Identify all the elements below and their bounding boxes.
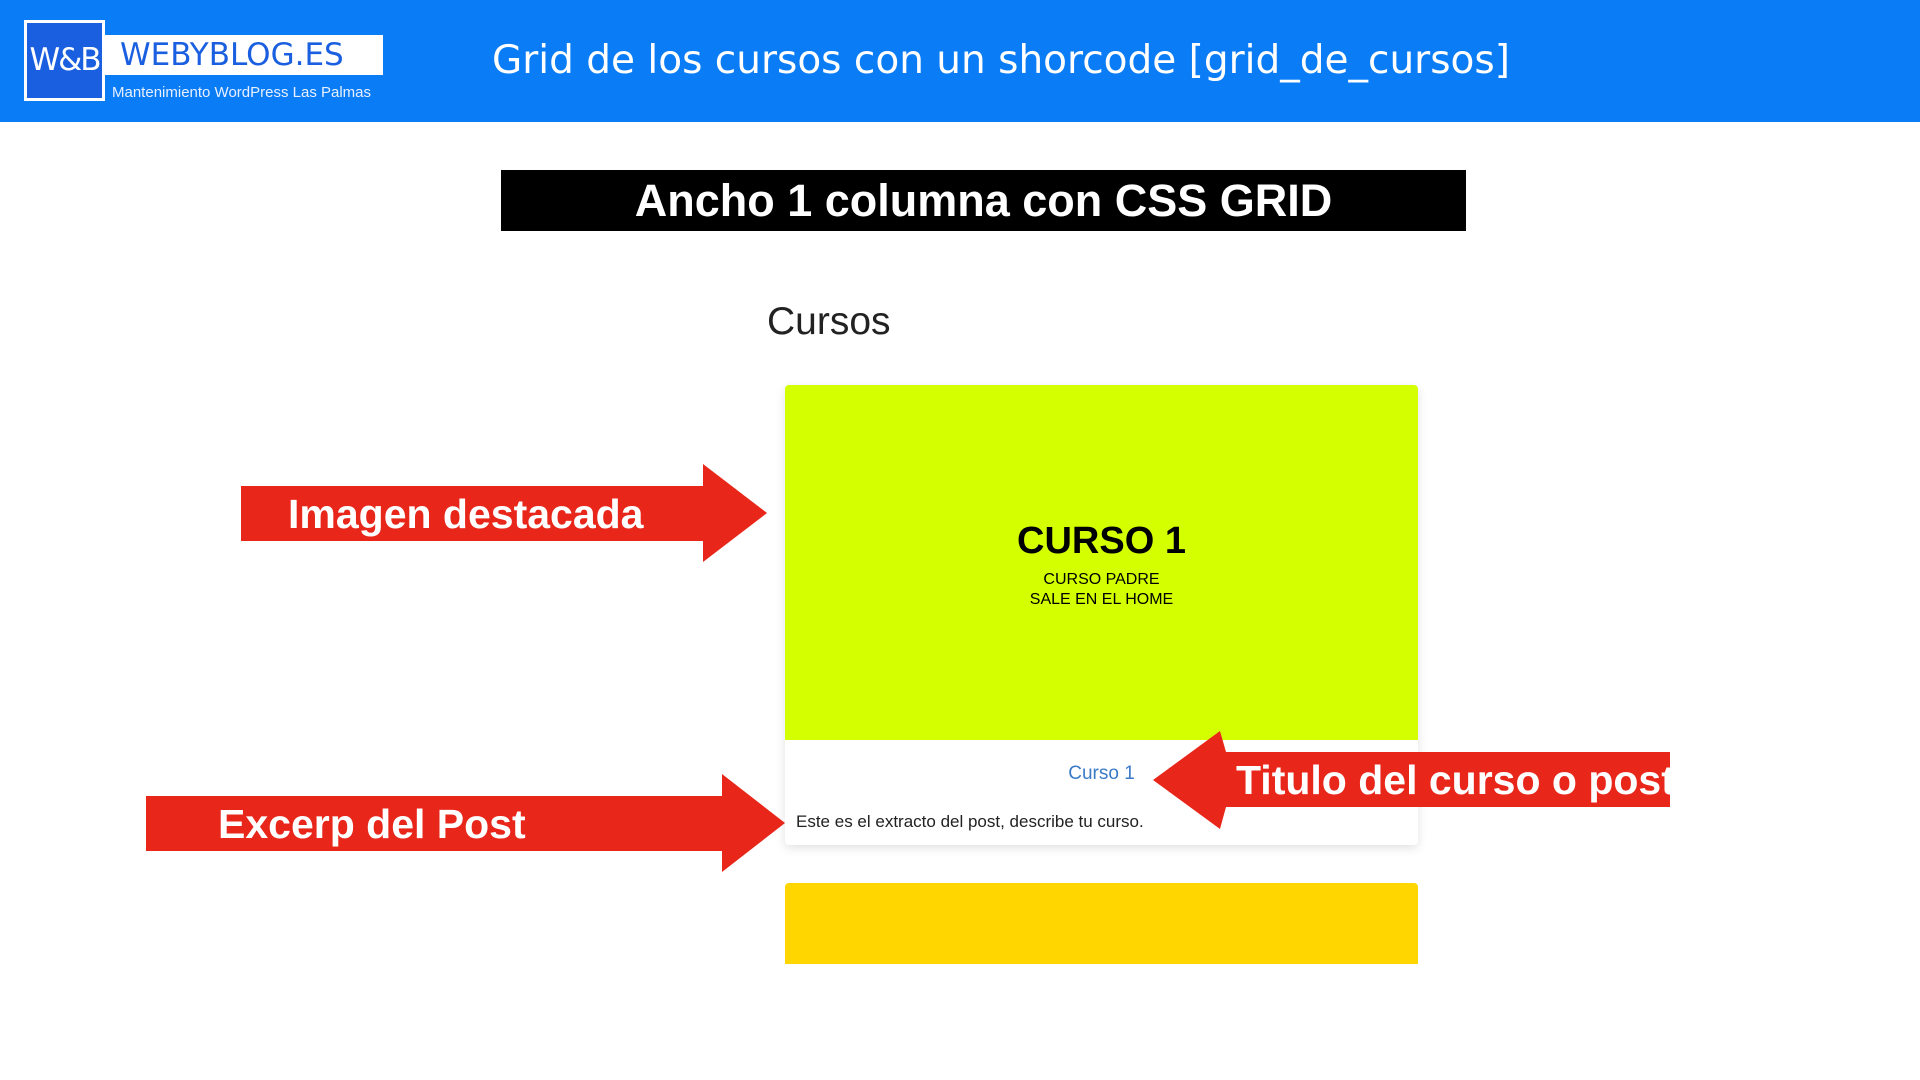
course-card-2-image[interactable] — [785, 883, 1418, 964]
annotation-featured-image: Imagen destacada — [288, 491, 644, 537]
image-subtitle-line: CURSO PADRE — [1043, 571, 1160, 588]
section-title: Cursos — [767, 300, 891, 343]
annotation-excerpt: Excerp del Post — [218, 801, 526, 847]
arrow-excerpt — [146, 774, 785, 872]
course-title-link[interactable]: Curso 1 — [1068, 763, 1135, 784]
arrow-title — [1153, 731, 1670, 829]
featured-image[interactable]: CURSO 1 CURSO PADRE SALE EN EL HOME — [785, 385, 1418, 740]
image-subtitle: CURSO PADRE SALE EN EL HOME — [785, 570, 1418, 610]
annotation-title: Titulo del curso o post — [1236, 757, 1675, 803]
logo-mark[interactable]: W&B — [24, 20, 105, 101]
page-title: Grid de los cursos con un shorcode [grid… — [492, 38, 1510, 83]
logo-name[interactable]: WEBYBLOG.ES — [105, 35, 383, 75]
header: W&B WEBYBLOG.ES Mantenimiento WordPress … — [0, 0, 1920, 122]
arrow-featured-image — [241, 464, 767, 562]
course-excerpt: Este es el extracto del post, describe t… — [796, 812, 1144, 831]
image-subtitle-line: SALE EN EL HOME — [1029, 591, 1174, 608]
image-title: CURSO 1 — [1017, 520, 1186, 562]
logo-tagline: Mantenimiento WordPress Las Palmas — [112, 84, 371, 101]
banner: Ancho 1 columna con CSS GRID — [501, 170, 1466, 231]
